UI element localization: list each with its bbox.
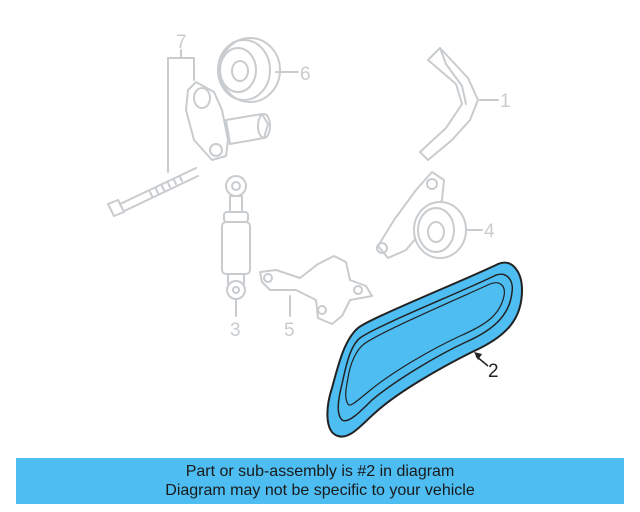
part-7-tensioner: 7 bbox=[107, 32, 271, 217]
callout-5: 5 bbox=[284, 320, 295, 341]
callout-1: 1 bbox=[500, 91, 511, 112]
banner-line-2: Diagram may not be specific to your vehi… bbox=[165, 482, 475, 499]
callout-3: 3 bbox=[230, 320, 241, 341]
part-5-bracket: 5 bbox=[259, 255, 373, 341]
callout-7: 7 bbox=[176, 32, 187, 53]
banner-line-1: Part or sub-assembly is #2 in diagram bbox=[185, 463, 455, 480]
callout-4: 4 bbox=[484, 221, 495, 242]
part-4-idler: 4 bbox=[376, 171, 495, 259]
callout-6: 6 bbox=[300, 64, 311, 85]
part-2-belt: 2 bbox=[326, 261, 523, 438]
part-6-pulley: 6 bbox=[217, 37, 311, 103]
part-1-bracket: 1 bbox=[419, 47, 511, 161]
callout-2: 2 bbox=[488, 361, 499, 382]
part-3-damper: 3 bbox=[221, 175, 251, 341]
info-banner: Part or sub-assembly is #2 in diagram Di… bbox=[16, 458, 624, 504]
